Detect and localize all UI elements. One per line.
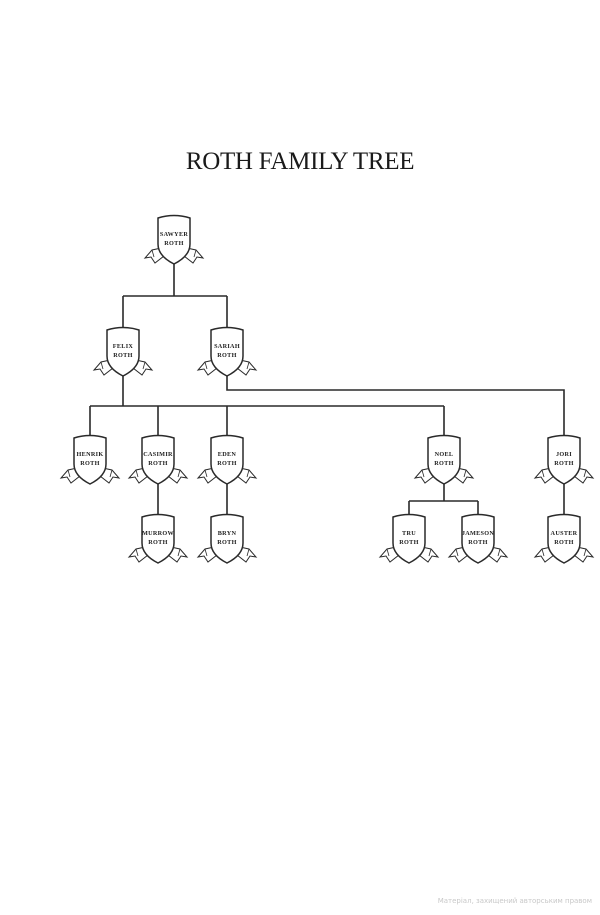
page-title: ROTH FAMILY TREE	[185, 148, 415, 175]
person-surname: ROTH	[554, 460, 573, 467]
person-node-jori: JORI ROTH	[533, 434, 595, 485]
person-surname: ROTH	[164, 240, 183, 247]
shield-icon	[106, 326, 140, 377]
shield-icon	[547, 434, 581, 485]
person-node-sawyer: SAWYER ROTH	[143, 214, 205, 265]
person-surname: ROTH	[148, 460, 167, 467]
person-node-noel: NOEL ROTH	[413, 434, 475, 485]
ribbon-fold-icon	[135, 548, 181, 557]
person-first-name: CASIMIR	[143, 451, 173, 458]
person-first-name: NOEL	[435, 451, 454, 458]
person-first-name: HENRIK	[77, 451, 104, 458]
shield-icon	[210, 434, 244, 485]
person-surname: ROTH	[148, 539, 167, 546]
ribbon-fold-icon	[204, 469, 250, 478]
shield-icon	[461, 513, 495, 564]
ribbon-fold-icon	[204, 548, 250, 557]
person-node-bryn: BRYN ROTH	[196, 513, 258, 564]
watermark: Матеріал, захищений авторським правом	[437, 897, 592, 905]
person-first-name: SARIAH	[214, 343, 240, 350]
ribbon-fold-icon	[455, 548, 501, 557]
ribbon-fold-icon	[541, 469, 587, 478]
person-first-name: EDEN	[218, 451, 237, 458]
connector-noel-to-children	[408, 484, 479, 515]
shield-icon	[210, 513, 244, 564]
ribbon-fold-icon	[67, 469, 113, 478]
shield-icon	[141, 513, 175, 564]
person-first-name: JAMESON	[462, 530, 495, 537]
connector-sawyer-to-children	[122, 264, 228, 328]
person-surname: ROTH	[434, 460, 453, 467]
ribbon-fold-icon	[100, 361, 146, 370]
person-surname: ROTH	[217, 460, 236, 467]
person-node-jameson: JAMESON ROTH	[447, 513, 509, 564]
ribbon-fold-icon	[421, 469, 467, 478]
person-surname: ROTH	[113, 352, 132, 359]
person-first-name: AUSTER	[551, 530, 578, 537]
ribbon-fold-icon	[541, 548, 587, 557]
person-node-murrow: MURROW ROTH	[127, 513, 189, 564]
shield-icon	[141, 434, 175, 485]
connector-sariah-to-jori	[226, 376, 565, 436]
person-surname: ROTH	[217, 539, 236, 546]
person-node-eden: EDEN ROTH	[196, 434, 258, 485]
person-first-name: MURROW	[142, 530, 175, 537]
person-first-name: TRU	[402, 530, 416, 537]
person-surname: ROTH	[468, 539, 487, 546]
person-first-name: JORI	[556, 451, 572, 458]
ribbon-fold-icon	[204, 361, 250, 370]
connector-felix-to-children	[89, 376, 445, 436]
person-node-sariah: SARIAH ROTH	[196, 326, 258, 377]
person-surname: ROTH	[217, 352, 236, 359]
person-surname: ROTH	[80, 460, 99, 467]
person-surname: ROTH	[554, 539, 573, 546]
person-node-tru: TRU ROTH	[378, 513, 440, 564]
shield-icon	[157, 214, 191, 265]
shield-icon	[547, 513, 581, 564]
shield-icon	[210, 326, 244, 377]
person-first-name: BRYN	[218, 530, 237, 537]
shield-icon	[392, 513, 426, 564]
ribbon-fold-icon	[386, 548, 432, 557]
person-first-name: FELIX	[113, 343, 134, 350]
person-surname: ROTH	[399, 539, 418, 546]
tree-nodes: SAWYERROTHFELIXROTHSARIAHROTHHENRIKROTHC…	[59, 214, 595, 564]
person-node-auster: AUSTER ROTH	[533, 513, 595, 564]
person-node-casimir: CASIMIR ROTH	[127, 434, 189, 485]
person-node-felix: FELIX ROTH	[92, 326, 154, 377]
connector-lines	[89, 264, 565, 515]
shield-icon	[73, 434, 107, 485]
shield-icon	[427, 434, 461, 485]
person-first-name: SAWYER	[160, 231, 189, 238]
person-node-henrik: HENRIK ROTH	[59, 434, 121, 485]
ribbon-fold-icon	[151, 249, 197, 258]
ribbon-fold-icon	[135, 469, 181, 478]
